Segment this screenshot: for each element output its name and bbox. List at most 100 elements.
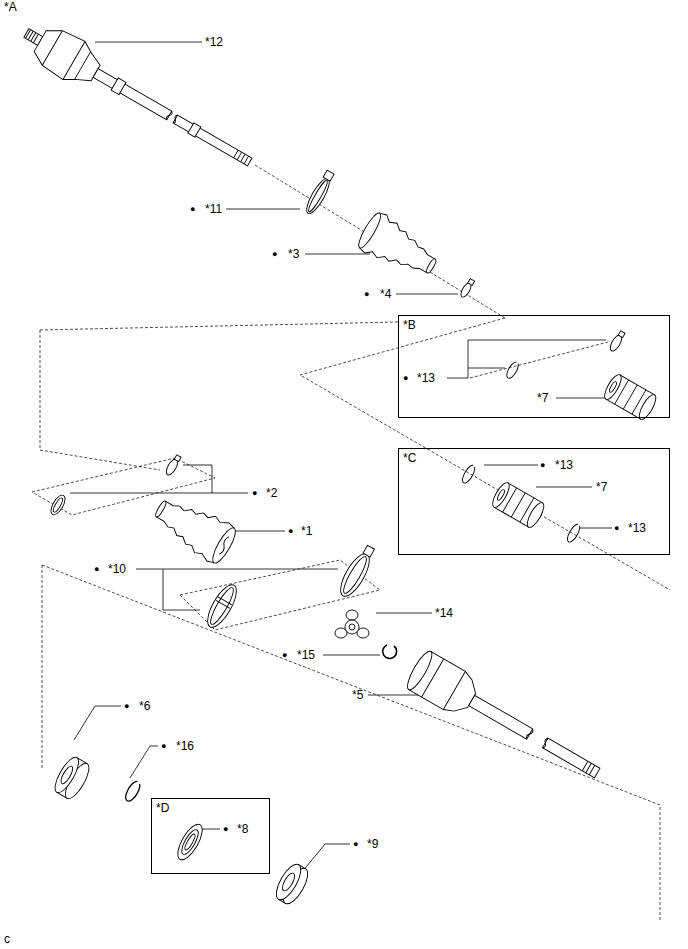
callout-number: *12: [205, 35, 223, 49]
tripod-joint: [335, 610, 369, 638]
inboard-joint: [403, 648, 435, 692]
callout-number: *5: [352, 688, 363, 702]
drive-shaft: [26, 30, 39, 43]
bullet-mark: ●: [94, 562, 99, 576]
tripod-joint: [349, 624, 355, 630]
leader-line: [323, 655, 380, 656]
snap-ring: [460, 464, 477, 485]
boot-clamp: [306, 179, 329, 213]
dust-seal: [173, 821, 207, 864]
outboard-boot: [354, 209, 444, 286]
bullet-mark: ●: [288, 524, 293, 538]
snap-ring: [383, 645, 397, 658]
damper: [496, 489, 505, 501]
boot-clamp: [340, 554, 370, 595]
bullet-mark: ●: [403, 371, 408, 385]
damper: [524, 500, 547, 529]
callout-number: *13: [417, 371, 435, 385]
tripod-joint: [346, 610, 358, 620]
callout-number: *4: [380, 287, 391, 301]
boot-clamp: [459, 278, 475, 299]
inboard-joint: [403, 648, 608, 792]
boot-clamp: [174, 455, 181, 462]
inboard-joint: [541, 737, 549, 748]
drive-shaft: [188, 123, 201, 137]
damper: [602, 372, 625, 401]
leader-line: [447, 340, 606, 378]
leader-line: [302, 844, 350, 872]
bullet-mark: ●: [272, 247, 277, 261]
damper: [602, 372, 659, 421]
group-letter: *D: [156, 801, 169, 815]
outboard-boot: [355, 211, 384, 251]
bullet-mark: ●: [614, 521, 619, 535]
drive-shaft: [234, 150, 249, 164]
drive-shaft: [111, 78, 126, 95]
boot-clamp: [164, 454, 182, 477]
boot-clamp: [202, 581, 242, 632]
leader-line: [95, 42, 202, 43]
bearing: [51, 754, 94, 802]
group-box: *D: [151, 798, 270, 874]
callout-number: *14: [435, 606, 453, 620]
leader-line: [70, 465, 248, 493]
assembly-line: [32, 165, 670, 920]
leader-line: [130, 746, 158, 778]
boot-clamp: [202, 581, 242, 632]
inboard-joint: [422, 659, 466, 710]
snap-ring: [565, 523, 582, 544]
drive-shaft: [173, 115, 252, 166]
group-box: *B: [398, 315, 670, 418]
drive-shaft: [172, 114, 179, 123]
snap-clip: [608, 330, 626, 353]
drive-shaft: [41, 29, 93, 85]
boot-clamp: [363, 545, 374, 557]
dust-seal: [179, 827, 202, 856]
group-letter: *B: [403, 318, 416, 332]
boot-clamp: [335, 550, 375, 601]
leader-line: [484, 465, 538, 466]
callout-number: *10: [108, 562, 126, 576]
boot-clamp: [303, 170, 337, 217]
bullet-mark: ●: [282, 648, 287, 662]
inboard-joint: [469, 695, 533, 739]
callout-number: *13: [555, 458, 573, 472]
damper: [490, 480, 513, 509]
callout-number: *13: [628, 521, 646, 535]
dust-seal: [173, 821, 207, 864]
boot-clamp: [216, 597, 232, 608]
leader-line: [70, 42, 614, 872]
boot-clamp: [468, 279, 475, 286]
dust-seal: [272, 861, 306, 904]
snap-ring: [52, 497, 64, 513]
inboard-boot: [217, 536, 230, 555]
snap-ring: [123, 779, 143, 803]
callout-number: *3: [288, 247, 299, 261]
assembly-line: [42, 565, 660, 920]
leader-line: [74, 706, 121, 740]
bullet-mark: ●: [124, 699, 129, 713]
assembly-line: [255, 165, 505, 318]
inboard-boot: [148, 489, 241, 568]
snap-ring: [48, 493, 68, 517]
assembly-line: [42, 565, 43, 770]
inboard-joint: [582, 761, 594, 775]
snap-ring: [460, 464, 477, 485]
assembly-line: [300, 318, 670, 590]
leader-line: [368, 695, 420, 696]
snap-ring: [505, 360, 521, 380]
snap-clip: [618, 331, 625, 338]
drive-shaft: [165, 110, 173, 120]
callout-number: *A: [4, 0, 17, 14]
bearing: [59, 765, 75, 786]
assembly-line: [40, 330, 160, 470]
leader-line: [376, 613, 432, 614]
callout-number: c: [4, 932, 10, 946]
boot-clamp: [303, 176, 333, 217]
leader-line: [536, 487, 592, 488]
bullet-mark: ●: [353, 837, 358, 851]
snap-ring: [48, 493, 68, 517]
inboard-joint: [525, 728, 534, 740]
